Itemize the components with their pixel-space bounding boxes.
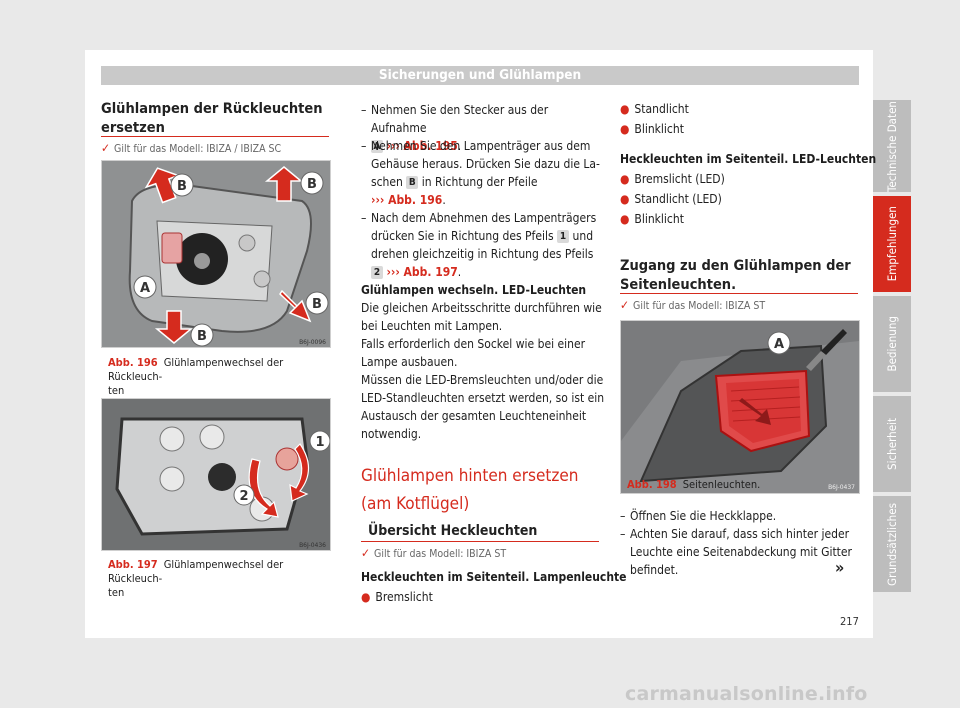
ref-abb-197[interactable]: ››› Abb. 197 <box>386 265 458 279</box>
badge-2: 2 <box>371 266 383 279</box>
figure-198: A B6J-0437 <box>620 320 860 494</box>
check-icon: ✓ <box>620 298 630 312</box>
badge-a: A <box>371 140 383 153</box>
bullet-icon: ● <box>620 192 630 206</box>
page-number: 217 <box>840 615 859 628</box>
list-item: ●Standlicht (LED) <box>620 192 722 206</box>
tab-bedienung[interactable]: Bedienung <box>873 296 911 392</box>
marker-b1: B <box>177 179 187 194</box>
badge-b: B <box>406 176 419 189</box>
step-lampentraeger: – Nehmen Sie den Lampenträger aus dem Ge… <box>361 139 600 207</box>
check-icon: ✓ <box>361 546 371 560</box>
marker-1: 1 <box>315 435 324 450</box>
watermark: carmanualsonline.info <box>625 683 868 705</box>
continue-arrow-icon: » <box>835 558 845 577</box>
list-item: ●Blinklicht <box>620 212 684 226</box>
heading-lampenleuchte: Heckleuchten im Seitenteil. Lampenleucht… <box>361 570 627 584</box>
list-item: ●Standlicht <box>620 102 689 116</box>
heading-zugang: Zugang zu den Glühlampen der Seitenleuch… <box>620 258 851 293</box>
rear-light-illustration: B B A B B B6J-0096 <box>102 161 330 347</box>
heading-led-leuchten: Heckleuchten im Seitenteil. LED-Leuchten <box>620 152 877 166</box>
side-light-illustration: A B6J-0437 <box>621 321 859 493</box>
figure-196: B B A B B B6J-0096 <box>101 160 331 348</box>
figure-code: B6J-0437 <box>828 484 855 491</box>
bullet-icon: ● <box>620 172 630 186</box>
step-abnehmen: – Nach dem Abnehmen des Lampenträgers dr… <box>361 211 597 279</box>
ref-abb-196[interactable]: ››› Abb. 196 <box>371 193 443 207</box>
tab-sicherheit[interactable]: Sicherheit <box>873 396 911 492</box>
heading-rule <box>101 136 329 137</box>
paragraph-led-austausch: Müssen die LED-Bremsleuchten und/oder di… <box>361 373 605 441</box>
subheading-rule <box>361 541 599 542</box>
badge-1: 1 <box>557 230 570 243</box>
heading-led-wechseln: Glühlampen wechseln. LED-Leuchten <box>361 283 587 297</box>
check-icon: ✓ <box>101 141 111 155</box>
ref-abb-195[interactable]: ››› Abb. 195 <box>386 139 458 153</box>
marker-a: A <box>774 337 784 352</box>
paragraph-sockel: Falls erforderlich den Sockel wie bei ei… <box>361 337 586 369</box>
bullet-icon: ● <box>361 590 371 604</box>
marker-a: A <box>140 281 150 296</box>
step-stecker: – Nehmen Sie den Stecker aus der Aufnahm… <box>361 103 549 153</box>
marker-b2: B <box>307 177 317 192</box>
validity-note-st: ✓Gilt für das Modell: IBIZA ST <box>361 546 507 560</box>
bullet-icon: ● <box>620 122 630 136</box>
list-item: ●Bremslicht <box>361 590 433 604</box>
step-seitenabdeckung: – Achten Sie darauf, dass sich hinter je… <box>620 527 852 577</box>
list-item: ●Bremslicht (LED) <box>620 172 725 186</box>
section-title-hinten: Glühlampen hinten ersetzen (am Kotflügel… <box>361 466 579 514</box>
heading-rule <box>620 293 858 294</box>
heading-rueckleuchten: Glühlampen der Rückleuchten ersetzen <box>101 101 323 136</box>
tab-empfehlungen[interactable]: Empfehlungen <box>873 196 911 292</box>
marker-b3: B <box>312 297 322 312</box>
figure-code: B6J-0436 <box>299 542 326 549</box>
lamp-holder-illustration: 1 2 B6J-0436 <box>102 399 331 550</box>
section-header: Sicherungen und Glühlampen <box>101 66 859 85</box>
marker-b4: B <box>197 329 207 344</box>
heading-uebersicht: Übersicht Heckleuchten <box>368 523 538 539</box>
bullet-icon: ● <box>620 102 630 116</box>
tab-grundsaetzliches[interactable]: Grundsätzliches <box>873 496 911 592</box>
validity-note-st: ✓Gilt für das Modell: IBIZA ST <box>620 298 766 312</box>
validity-note: ✓Gilt für das Modell: IBIZA / IBIZA SC <box>101 141 282 155</box>
bullet-icon: ● <box>620 212 630 226</box>
tab-technische-daten[interactable]: Technische Daten <box>873 100 911 192</box>
figure-code: B6J-0096 <box>299 339 326 346</box>
figure-197: 1 2 B6J-0436 <box>101 398 331 551</box>
list-item: ●Blinklicht <box>620 122 684 136</box>
step-heckklappe: – Öffnen Sie die Heckklappe. <box>620 509 777 523</box>
marker-2: 2 <box>239 489 248 504</box>
paragraph-arbeitsschritte: Die gleichen Arbeitsschritte durchführen… <box>361 301 602 333</box>
